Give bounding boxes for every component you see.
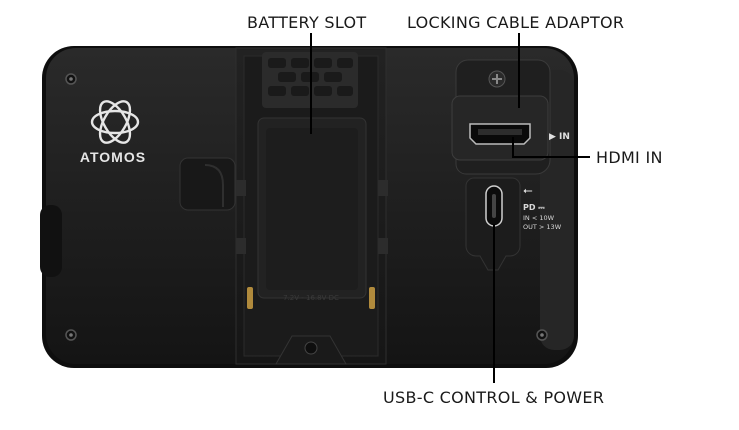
screw-icon	[65, 329, 77, 341]
atomos-logo-icon	[90, 100, 140, 144]
battery-slot-callout: BATTERY SLOT	[247, 13, 367, 32]
hdmi-port[interactable]	[469, 123, 531, 145]
usb-in-spec: IN < 10W	[523, 214, 555, 222]
usb-symbol-icon: ⭠	[523, 183, 533, 197]
battery-voltage-label: 7.2V - 16.8V DC	[283, 294, 339, 302]
battery-contact	[369, 287, 375, 309]
hdmi-callout-line	[512, 137, 590, 158]
usb-c-port[interactable]	[485, 185, 503, 227]
pd-label: PD ⎓	[523, 203, 545, 212]
callout-lines	[310, 33, 590, 383]
usb-c-callout: USB-C CONTROL & POWER	[383, 388, 605, 407]
usb-out-spec: OUT > 13W	[523, 223, 562, 231]
adaptor-screw-icon	[488, 70, 506, 88]
brand-wordmark: ATOMOS	[80, 149, 146, 165]
latch-clip	[179, 157, 236, 211]
mount-screw-icon	[275, 335, 347, 365]
hdmi-in-callout: HDMI IN	[596, 148, 663, 167]
hdmi-in-port-label: ▶ IN	[549, 132, 570, 142]
screw-icon	[536, 329, 548, 341]
battery-contact	[247, 287, 253, 309]
battery-slot: 7.2V - 16.8V DC	[235, 47, 388, 365]
locking-cable-adaptor-callout: LOCKING CABLE ADAPTOR	[407, 13, 625, 32]
screw-icon	[65, 73, 77, 85]
